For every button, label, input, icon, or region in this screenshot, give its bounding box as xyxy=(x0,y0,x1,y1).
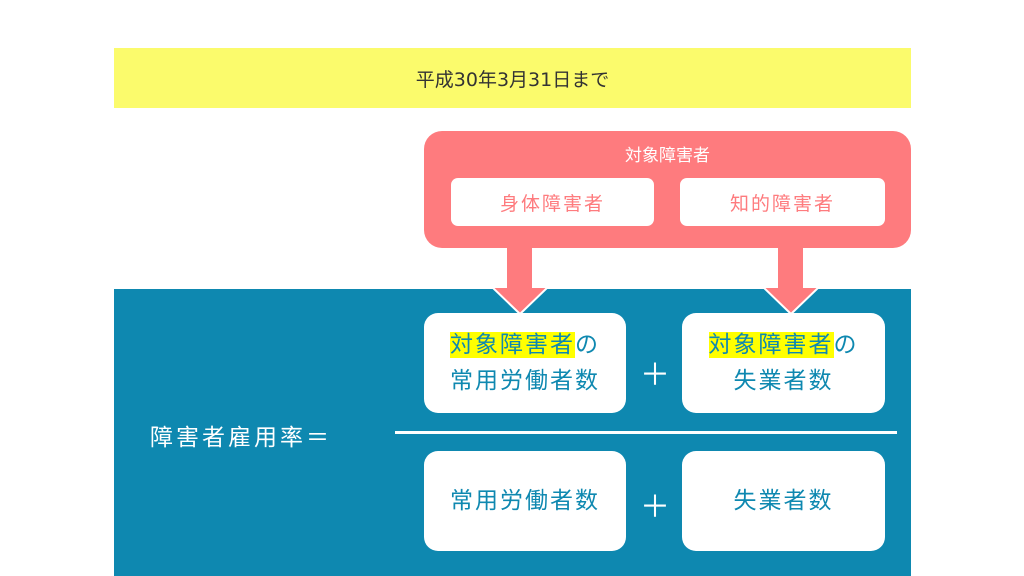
physical-disability-box: 身体障害者 xyxy=(451,178,654,226)
numerator-employed-label: 常用労働者数 xyxy=(450,368,600,394)
intellectual-disability-label: 知的障害者 xyxy=(729,192,835,215)
intellectual-disability-box: 知的障害者 xyxy=(680,178,885,226)
denominator-employed-box: 常用労働者数 xyxy=(424,451,626,551)
denominator-unemployed-box: 失業者数 xyxy=(682,451,885,551)
physical-disability-label: 身体障害者 xyxy=(499,192,605,215)
period-banner: 平成30年3月31日まで xyxy=(114,48,911,108)
denominator-employed-label: 常用労働者数 xyxy=(450,488,600,514)
arrow-down-icon xyxy=(760,246,822,316)
plus-operator: ＋ xyxy=(640,358,670,393)
period-text: 平成30年3月31日まで xyxy=(415,68,610,91)
suffix-text: の xyxy=(833,332,859,358)
fraction-line xyxy=(395,431,897,434)
denominator-unemployed-label: 失業者数 xyxy=(733,488,834,514)
plus-operator: ＋ xyxy=(640,490,670,525)
suffix-text: の xyxy=(575,332,600,358)
numerator-employed-box: 対象障害者の 常用労働者数 xyxy=(424,313,626,413)
highlight-text: 対象障害者 xyxy=(450,332,575,358)
employment-rate-label: 障害者雇用率＝ xyxy=(150,425,332,451)
highlight-text: 対象障害者 xyxy=(708,332,834,358)
numerator-unemployed-box: 対象障害者の 失業者数 xyxy=(682,313,885,413)
arrow-down-icon xyxy=(489,246,551,316)
target-group-title: 対象障害者 xyxy=(625,146,710,166)
numerator-unemployed-label: 失業者数 xyxy=(733,368,834,394)
